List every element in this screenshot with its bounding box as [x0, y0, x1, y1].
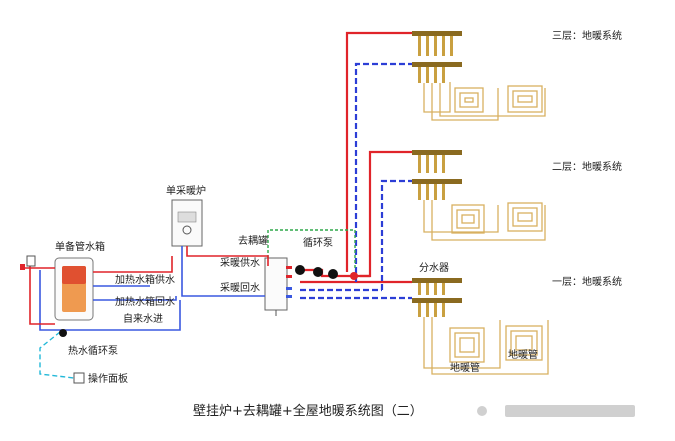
floor-coils-floor3 — [423, 82, 546, 121]
watermark — [477, 405, 635, 417]
diagram-caption: 壁挂炉+去耦罐+全屋地暖系统图（二） — [193, 403, 423, 419]
boiler-return-pipe — [181, 246, 265, 297]
hot-outlet-pipe — [29, 264, 55, 325]
valve-red — [20, 264, 25, 270]
label-tank-supply: 加热水箱供水 — [115, 273, 175, 286]
tank-return-pipe — [93, 296, 177, 301]
floor-coils-floor2 — [423, 200, 546, 241]
supply-pipes — [300, 31, 412, 284]
hot-circ-line — [39, 331, 75, 379]
label-floor-pipe-a: 地暖管 — [450, 361, 480, 374]
label-decoupler: 去耦罐 — [238, 234, 268, 247]
tank-supply-pipe — [93, 256, 173, 273]
label-circ-pump: 循环泵 — [303, 236, 333, 249]
label-floor2: 二层：地暖系统 — [552, 160, 622, 173]
control-line — [267, 229, 356, 270]
wall-boiler — [171, 199, 203, 247]
floor-coils-floor1 — [423, 317, 549, 375]
label-manifold: 分水器 — [419, 262, 449, 274]
label-floor-pipe-b: 地暖管 — [508, 348, 538, 361]
label-heat-supply: 采暖供水 — [220, 256, 260, 269]
label-tap-in: 自来水进 — [123, 312, 163, 325]
label-panel: 操作面板 — [88, 372, 128, 385]
hot-water-tank — [54, 257, 94, 321]
label-hot-pump: 热水循环泵 — [68, 344, 118, 357]
tap-water-pipe — [39, 270, 181, 331]
circulation-pumps — [295, 265, 358, 280]
manifold-floor1 — [412, 278, 462, 317]
return-pipes — [300, 62, 412, 300]
valve-top — [26, 255, 36, 267]
label-tank-return: 加热水箱回水 — [115, 295, 175, 308]
decoupler-tank — [264, 257, 292, 316]
control-panel — [73, 372, 85, 384]
label-heat-return: 采暖回水 — [220, 281, 260, 294]
label-floor1: 一层：地暖系统 — [552, 275, 622, 288]
manifold-floor2 — [412, 150, 462, 200]
hot-water-pump — [59, 329, 67, 337]
label-floor3: 三层：地暖系统 — [552, 29, 622, 42]
boiler-supply-pipe — [186, 246, 269, 266]
manifold-floor3 — [412, 31, 462, 83]
label-tank: 单备管水箱 — [55, 240, 105, 253]
label-boiler: 单采暖炉 — [166, 184, 206, 197]
